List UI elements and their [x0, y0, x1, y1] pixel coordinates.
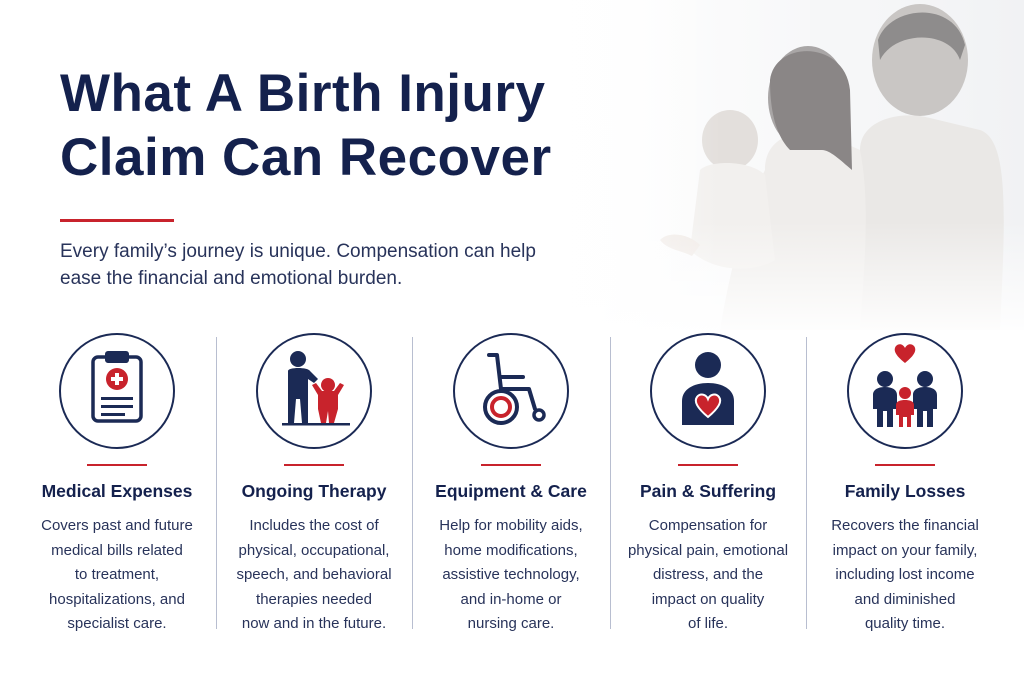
card-description: Covers past and future medical bills rel… — [19, 514, 215, 637]
card-medical-expenses: Medical Expenses Covers past and future … — [19, 333, 215, 653]
card-description-line: quality time. — [864, 615, 946, 632]
card-pain-suffering: Pain & Suffering Compensation for physic… — [610, 333, 806, 653]
clipboard-medical-icon — [59, 333, 175, 449]
column-divider — [610, 337, 611, 629]
card-description-line: specialist care. — [67, 615, 167, 632]
card-equipment-care: Equipment & Care Help for mobility aids,… — [413, 333, 609, 653]
card-description-line: speech, and behavioral — [236, 566, 392, 583]
card-description: Help for mobility aids, home modificatio… — [413, 514, 609, 637]
card-accent-rule — [875, 464, 935, 466]
card-description-line: nursing care. — [467, 615, 555, 632]
card-description-line: and diminished — [854, 590, 956, 608]
card-description-line: impact on your family, — [832, 541, 978, 559]
card-description-line: impact on quality — [651, 590, 765, 608]
column-divider — [216, 337, 217, 629]
card-title: Family Losses — [844, 481, 966, 501]
adult-child-therapy-icon — [256, 333, 372, 449]
card-title: Medical Expenses — [41, 481, 193, 501]
card-description-line: physical, occupational, — [238, 541, 390, 559]
person-heart-icon — [650, 333, 766, 449]
card-description: Compensation for physical pain, emotiona… — [610, 514, 806, 637]
card-description-line: Help for mobility aids, — [439, 517, 583, 534]
card-description-line: to treatment, — [74, 566, 160, 583]
card-description-line: home modifications, — [444, 541, 578, 559]
card-family-losses: Family Losses Recovers the financial imp… — [807, 333, 1003, 653]
wheelchair-icon — [453, 333, 569, 449]
card-description-line: and in-home or — [460, 590, 562, 608]
column-divider — [412, 337, 413, 629]
card-description-line: Covers past and future — [41, 517, 193, 534]
card-description-line: including lost income — [835, 566, 975, 583]
card-description-line: now and in the future. — [241, 615, 387, 632]
card-accent-rule — [481, 464, 541, 466]
card-description-line: of life. — [687, 615, 729, 632]
card-description: Includes the cost of physical, occupatio… — [216, 514, 412, 637]
card-accent-rule — [284, 464, 344, 466]
card-description-line: Compensation for — [648, 517, 768, 534]
card-description-line: physical pain, emotional — [627, 541, 789, 559]
card-description-line: assistive technology, — [442, 566, 580, 583]
card-description-line: hospitalizations, and — [49, 590, 185, 608]
card-accent-rule — [87, 464, 147, 466]
card-description-line: medical bills related — [51, 541, 183, 559]
card-accent-rule — [678, 464, 738, 466]
card-description-line: Recovers the financial — [831, 517, 979, 534]
card-description-line: distress, and the — [652, 566, 764, 583]
title-underline — [60, 219, 174, 222]
family-heart-icon — [847, 333, 963, 449]
card-ongoing-therapy: Ongoing Therapy Includes the cost of phy… — [216, 333, 412, 653]
card-description-line: Includes the cost of — [249, 517, 379, 534]
page-title: What A Birth Injury Claim Can Recover — [60, 64, 552, 187]
card-description: Recovers the financial impact on your fa… — [807, 514, 1003, 637]
card-title: Ongoing Therapy — [241, 481, 387, 501]
card-description-line: therapies needed — [256, 590, 372, 608]
card-title: Pain & Suffering — [639, 481, 777, 501]
page-subtitle: Every family’s journey is unique. Compen… — [60, 241, 536, 289]
card-title: Equipment & Care — [435, 481, 587, 501]
column-divider — [806, 337, 807, 629]
